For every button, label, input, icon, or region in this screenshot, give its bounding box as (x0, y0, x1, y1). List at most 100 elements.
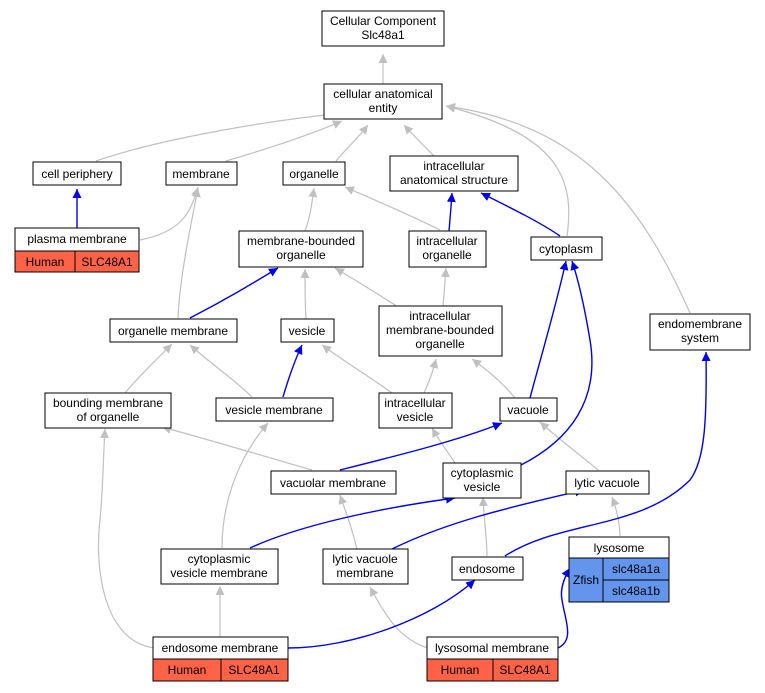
node-label-line: lysosomal membrane (435, 641, 549, 655)
node-label-line: lytic vacuole (332, 552, 398, 566)
edge-orgmembrane-membrane (177, 187, 201, 319)
edge-lyticvac-vacuole (539, 421, 599, 471)
edge-vesmembrane-vesicle (282, 344, 303, 398)
node-label-line: bounding membrane (53, 396, 163, 410)
gene-label: SLC48A1 (81, 255, 133, 269)
edge-periphery-entity (95, 110, 335, 162)
node-cytoplasm[interactable]: cytoplasm (530, 236, 603, 261)
node-plasma-membrane[interactable]: plasma membrane Human SLC48A1 (14, 227, 140, 273)
edge-lvm-vacmembrane (338, 494, 358, 551)
node-label-line: organelle (289, 167, 339, 181)
node-lytic-vacuole-membrane[interactable]: lytic vacuole membrane (322, 548, 409, 585)
gene-label: slc48a1a (612, 562, 660, 576)
edge-cytoplasm-intrastruct (480, 192, 561, 237)
species-label: Human (168, 663, 207, 677)
node-label-line: membrane (336, 566, 394, 580)
node-cell-periphery[interactable]: cell periphery (32, 161, 122, 186)
node-label-line: cytoplasmic (451, 466, 514, 480)
edge-imbo-intraorg (440, 267, 450, 307)
node-label-line: endosome membrane (162, 641, 279, 655)
node-label-line: plasma membrane (27, 232, 127, 246)
node-vesicle[interactable]: vesicle (280, 318, 335, 343)
node-cellular-component[interactable]: Cellular Component Slc48a1 (321, 10, 445, 47)
node-label-line: vesicle membrane (225, 403, 323, 417)
node-vacuolar-membrane[interactable]: vacuolar membrane (270, 470, 397, 495)
edge-endosome-cytoves (478, 496, 488, 557)
species-label: Zfish (573, 573, 599, 587)
species-label: Human (26, 255, 65, 269)
node-label-line: membrane-bounded (386, 323, 494, 337)
node-label-line: intracellular (409, 309, 470, 323)
gene-label: SLC48A1 (499, 663, 551, 677)
node-cytoplasmic-vesicle-membrane[interactable]: cytoplasmic vesicle membrane (160, 548, 279, 585)
node-label-line: lytic vacuole (574, 476, 640, 490)
edge-cvm-cytoves (249, 494, 456, 549)
node-intracellular-organelle[interactable]: intracellular organelle (408, 230, 487, 268)
node-label-line: Slc48a1 (361, 28, 405, 42)
gene-label: SLC48A1 (228, 663, 280, 677)
node-membrane-bounded-organelle[interactable]: membrane-bounded organelle (238, 230, 364, 268)
node-label-line: lysosome (594, 541, 645, 555)
edge-intraorg-organelle (344, 186, 441, 231)
edge-orgmembrane-mbo (189, 267, 279, 319)
edge-organelle-entity (335, 124, 369, 162)
node-label-line: organelle (415, 337, 465, 351)
node-label-line: cytoplasm (539, 242, 593, 256)
edge-intrastruct-entity (403, 124, 435, 157)
node-lytic-vacuole[interactable]: lytic vacuole (565, 470, 650, 495)
node-label-line: cellular anatomical (333, 87, 432, 101)
node-layer: Cellular Component Slc48a1 cellular anat… (14, 10, 751, 682)
node-lysosome[interactable]: lysosome Zfish slc48a1a slc48a1b (568, 536, 670, 603)
node-label-line: intracellular (416, 234, 477, 248)
edge-mbo-organelle (304, 187, 318, 232)
edge-vacuole-cytoplasm (529, 260, 569, 399)
node-organelle-membrane[interactable]: organelle membrane (109, 318, 238, 343)
node-bounding-membrane-of-organelle[interactable]: bounding membrane of organelle (44, 392, 172, 429)
node-membrane[interactable]: membrane (165, 161, 238, 186)
edge-lysosome-lyticvac (611, 496, 621, 537)
node-label-line: intracellular (384, 396, 445, 410)
node-label-line: vacuole (507, 403, 549, 417)
edge-imbo-mbo (334, 267, 399, 308)
node-lysosomal-membrane[interactable]: lysosomal membrane Human SLC48A1 (426, 636, 559, 682)
node-label-line: endomembrane (658, 317, 742, 331)
node-intracellular-anatomical-structure[interactable]: intracellular anatomical structure (389, 155, 519, 192)
node-endosome-membrane[interactable]: endosome membrane Human SLC48A1 (152, 636, 289, 682)
edge-endomem-endosome (287, 579, 476, 649)
edge-cytoplasm-entity (445, 103, 570, 237)
node-cellular-anatomical-entity[interactable]: cellular anatomical entity (323, 83, 443, 120)
node-endomembrane-system[interactable]: endomembrane system (649, 313, 751, 351)
node-intracellular-membrane-bounded-organelle[interactable]: intracellular membrane-bounded organelle (378, 305, 503, 357)
node-label-line: organelle (422, 248, 472, 262)
edge-membrane-entity (225, 120, 343, 162)
edge-vacuole-imbo (471, 358, 516, 399)
species-label: Human (441, 663, 480, 677)
node-label-line: system (681, 331, 719, 345)
edge-intraves-imbo (423, 358, 439, 394)
edge-vesicle-mbo (300, 268, 310, 320)
node-vesicle-membrane[interactable]: vesicle membrane (215, 397, 334, 422)
edge-bounding-orgmembrane (124, 343, 173, 394)
edge-lysomem-lvm (369, 586, 429, 649)
edge-vacmembrane-bounding (161, 425, 313, 471)
node-label-line: Cellular Component (330, 14, 437, 28)
edge-layer (72, 54, 711, 649)
edge-intraorg-intrastruct (446, 192, 456, 232)
node-label-line: vesicle (397, 410, 434, 424)
node-organelle[interactable]: organelle (282, 161, 346, 186)
node-vacuole[interactable]: vacuole (499, 397, 558, 422)
node-intracellular-vesicle[interactable]: intracellular vesicle (378, 392, 453, 429)
gene-label: slc48a1b (612, 584, 660, 598)
edge-lysomem-lysosome (557, 567, 571, 649)
node-endosome[interactable]: endosome (451, 556, 524, 581)
node-label-line: vesicle (464, 480, 501, 494)
edge-endosome-endomembrane (504, 351, 711, 557)
edge-vesmembrane-orgmembrane (189, 344, 253, 398)
node-cytoplasmic-vesicle[interactable]: cytoplasmic vesicle (442, 462, 522, 499)
node-label-line: membrane (172, 167, 230, 181)
node-label-line: organelle (276, 248, 326, 262)
node-label-line: organelle membrane (118, 324, 228, 338)
edge-cytoves-cytoplasm (520, 260, 593, 466)
edge-intraves-vesicle (321, 344, 393, 394)
